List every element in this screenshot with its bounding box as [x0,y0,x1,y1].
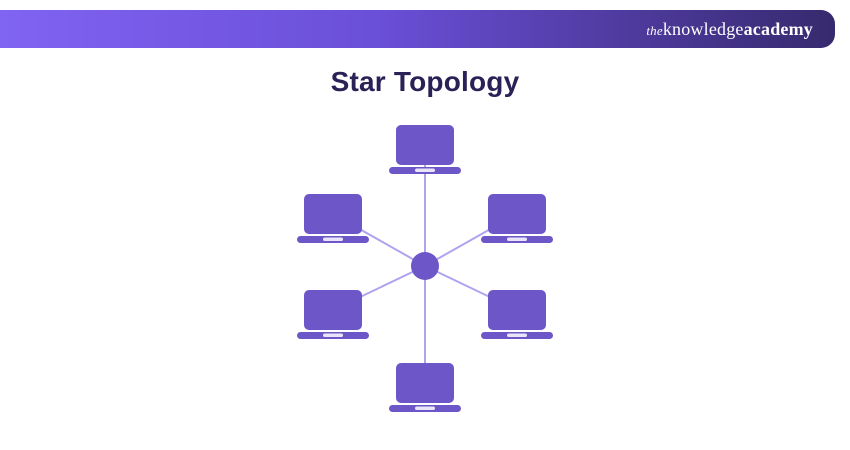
laptop-icon-lower-right [481,290,553,339]
laptop-icon-bottom [389,363,461,412]
central-hub-node [411,252,439,280]
brand-logo-academy: academy [743,19,813,39]
laptop-icon-lower-left [297,290,369,339]
brand-logo-the: the [646,23,663,38]
brand-logo: theknowledgeacademy [646,20,813,38]
page-title: Star Topology [330,66,520,97]
laptop-icon-upper-right [481,194,553,243]
header-bar: theknowledgeacademy [0,10,835,48]
laptop-icon-upper-left [297,194,369,243]
brand-logo-knowledge: knowledge [662,19,744,39]
